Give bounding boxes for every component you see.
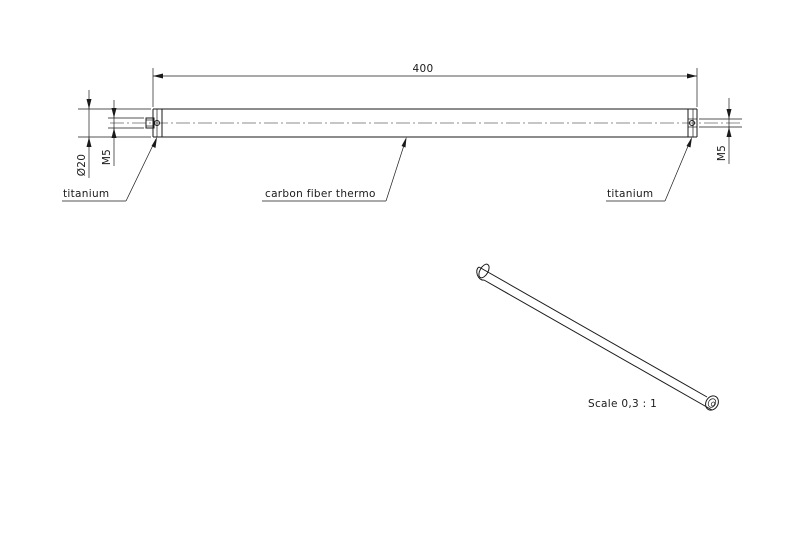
right-material-leader: titanium bbox=[606, 137, 692, 202]
length-dimension: 400 bbox=[152, 63, 698, 107]
rod-isometric-view bbox=[476, 263, 719, 411]
left-material-label: titanium bbox=[63, 188, 109, 200]
tube-material-label: carbon fiber thermo bbox=[265, 188, 376, 200]
diameter-dimension-text: Ø20 bbox=[76, 154, 88, 177]
rod-front-view bbox=[110, 108, 740, 138]
right-thread-dimension-text: M5 bbox=[716, 145, 728, 161]
left-thread-dimension-text: M5 bbox=[101, 149, 113, 165]
left-thread-dimension: M5 bbox=[101, 100, 144, 166]
left-thread-stub bbox=[145, 117, 160, 129]
left-material-leader: titanium bbox=[62, 137, 157, 202]
tube-material-leader: carbon fiber thermo bbox=[262, 137, 407, 202]
right-thread-dimension: M5 bbox=[699, 98, 742, 164]
scale-note: Scale 0,3 : 1 bbox=[588, 398, 657, 410]
length-dimension-text: 400 bbox=[413, 63, 434, 75]
right-thread-hole bbox=[688, 118, 697, 128]
right-material-label: titanium bbox=[607, 188, 653, 200]
